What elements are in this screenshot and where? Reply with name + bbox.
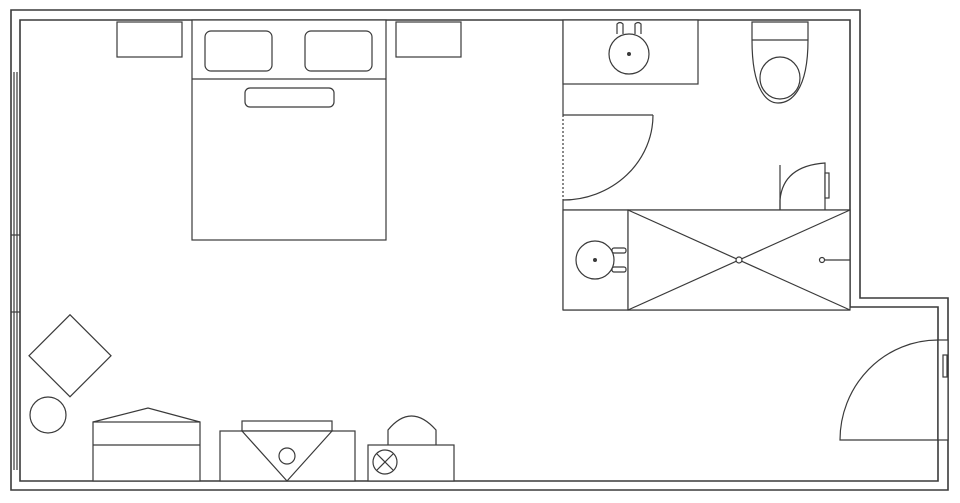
blanket-fold bbox=[244, 87, 335, 108]
desk-with-chair bbox=[367, 415, 455, 482]
shower bbox=[627, 209, 851, 311]
tv-cabinet bbox=[219, 420, 356, 482]
entry-door bbox=[839, 339, 949, 441]
window bbox=[11, 72, 20, 470]
round-side-table bbox=[29, 396, 67, 434]
armchair bbox=[28, 313, 112, 398]
dresser bbox=[92, 407, 201, 482]
nightstand bbox=[116, 21, 183, 58]
pillow bbox=[204, 30, 273, 72]
vanity-sink bbox=[562, 209, 629, 311]
bathroom-sink bbox=[562, 19, 699, 85]
bathroom-door bbox=[562, 114, 654, 201]
exterior-wall bbox=[10, 9, 949, 491]
pillow bbox=[304, 30, 373, 72]
closet-door bbox=[779, 162, 830, 210]
nightstand bbox=[395, 21, 462, 58]
double-bed bbox=[191, 19, 387, 241]
toilet bbox=[751, 21, 809, 104]
